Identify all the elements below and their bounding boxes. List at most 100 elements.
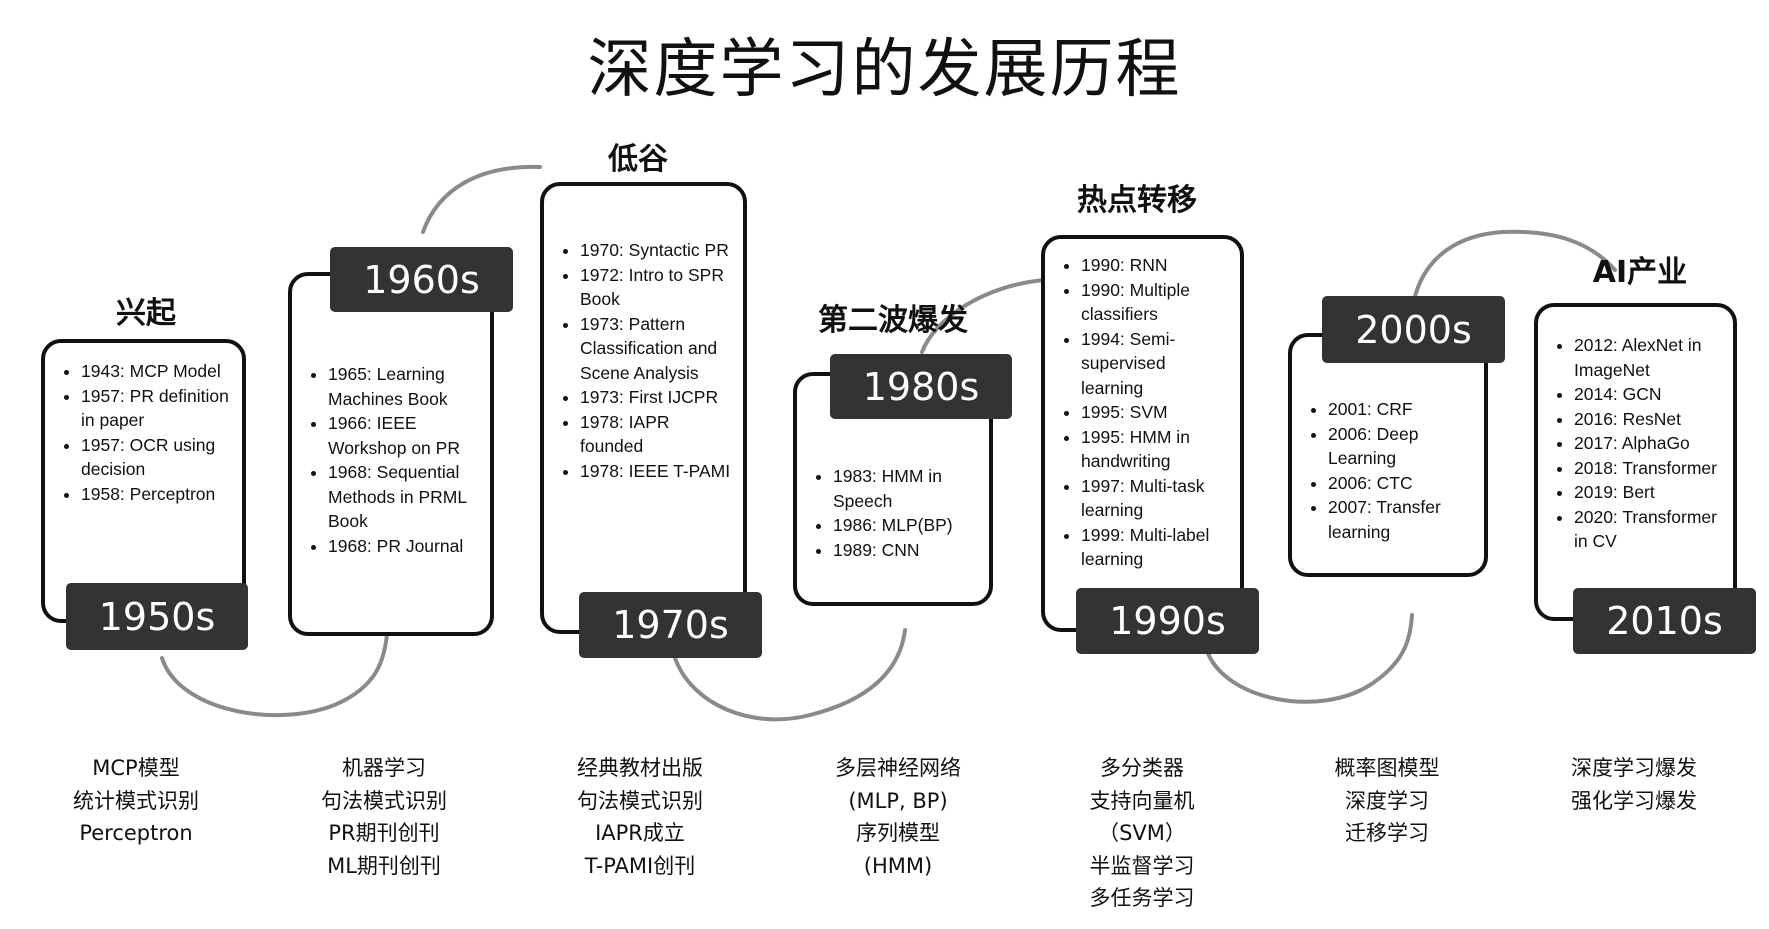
event-item: 2018: Transformer [1574, 456, 1725, 481]
era-badge-1950s: 1950s [66, 583, 248, 650]
summary-line: IAPR成立 [595, 821, 685, 845]
event-item: 1986: MLP(BP) [833, 513, 981, 538]
summary-line: 支持向量机 [1089, 788, 1195, 813]
event-item: 1995: HMM in handwriting [1081, 425, 1232, 474]
era-summary-1950s: MCP模型 统计模式识别 Perceptron [6, 752, 266, 850]
era-card-2010s: 2012: AlexNet in ImageNet 2014: GCN 2016… [1534, 303, 1737, 621]
summary-line: (HMM) [863, 853, 933, 878]
event-item: 2006: CTC [1328, 471, 1476, 496]
era-card-2000s: 2001: CRF 2006: Deep Learning 2006: CTC … [1288, 333, 1488, 577]
summary-line: MCP模型 [92, 756, 180, 780]
summary-line: 强化学习爆发 [1571, 788, 1697, 813]
summary-line: 半监督学习 [1089, 853, 1195, 878]
era-summary-1990s: 多分类器 支持向量机 （SVM） 半监督学习 多任务学习 [1012, 752, 1272, 915]
summary-line: 深度学习 [1345, 788, 1429, 813]
event-list: 1970: Syntactic PR 1972: Intro to SPR Bo… [544, 238, 743, 483]
phase-label-ai-industry: AI产业 [1592, 255, 1688, 290]
summary-line: 统计模式识别 [73, 788, 199, 813]
era-badge-1990s: 1990s [1076, 588, 1259, 654]
event-item: 2020: Transformer in CV [1574, 505, 1725, 554]
summary-line: （SVM） [1098, 821, 1186, 845]
phase-label-trough: 低谷 [608, 142, 668, 177]
event-list: 1965: Learning Machines Book 1966: IEEE … [292, 362, 490, 558]
summary-line: Perceptron [79, 821, 193, 845]
summary-line: 概率图模型 [1334, 756, 1440, 780]
era-summary-1960s: 机器学习 句法模式识别 PR期刊创刊 ML期刊创刊 [254, 752, 514, 882]
era-badge-1960s: 1960s [330, 247, 513, 312]
era-card-1970s: 1970: Syntactic PR 1972: Intro to SPR Bo… [540, 182, 747, 634]
event-item: 1972: Intro to SPR Book [580, 263, 735, 312]
event-item: 2014: GCN [1574, 382, 1725, 407]
connector-1990s-2000s [1205, 613, 1414, 704]
connector-2000s-2010s [1412, 229, 1617, 302]
event-item: 1990: RNN [1081, 253, 1232, 278]
era-badge-1970s: 1970s [579, 592, 762, 658]
event-item: 1965: Learning Machines Book [328, 362, 482, 411]
event-item: 1968: Sequential Methods in PRML Book [328, 460, 482, 534]
event-item: 1997: Multi-task learning [1081, 474, 1232, 523]
era-summary-1980s: 多层神经网络 (MLP, BP) 序列模型 (HMM) [768, 752, 1028, 882]
summary-line: 句法模式识别 [577, 788, 703, 813]
era-summary-1970s: 经典教材出版 句法模式识别 IAPR成立 T-PAMI创刊 [510, 752, 770, 882]
phase-label-rise: 兴起 [116, 296, 176, 331]
event-item: 1966: IEEE Workshop on PR [328, 411, 482, 460]
phase-label-second-wave: 第二波爆发 [818, 303, 968, 338]
era-card-1980s: 1983: HMM in Speech 1986: MLP(BP) 1989: … [793, 372, 993, 606]
era-summary-2000s: 概率图模型 深度学习 迁移学习 [1257, 752, 1517, 850]
event-list: 2001: CRF 2006: Deep Learning 2006: CTC … [1292, 397, 1484, 544]
phase-label-hotspot-shift: 热点转移 [1077, 183, 1197, 218]
summary-line: 迁移学习 [1345, 821, 1429, 845]
summary-line: T-PAMI创刊 [584, 853, 696, 878]
event-item: 1973: First IJCPR [580, 385, 735, 410]
event-item: 2012: AlexNet in ImageNet [1574, 333, 1725, 382]
event-item: 1958: Perceptron [81, 482, 234, 507]
era-badge-2010s: 2010s [1573, 588, 1756, 654]
event-item: 1970: Syntactic PR [580, 238, 735, 263]
era-card-1990s: 1990: RNN 1990: Multiple classifiers 199… [1041, 235, 1244, 632]
event-item: 2007: Transfer learning [1328, 495, 1476, 544]
summary-line: (MLP, BP) [848, 788, 948, 813]
event-item: 1957: OCR using decision [81, 433, 234, 482]
era-card-1950s: 1943: MCP Model 1957: PR definition in p… [41, 339, 246, 623]
event-item: 1989: CNN [833, 538, 981, 563]
summary-line: 多分类器 [1100, 756, 1184, 780]
connector-1970s-1980s [673, 628, 907, 722]
summary-line: 序列模型 [856, 821, 940, 845]
summary-line: 多任务学习 [1089, 886, 1195, 910]
event-item: 1995: SVM [1081, 400, 1232, 425]
connector-1980s-1990s [920, 278, 1047, 354]
event-item: 1983: HMM in Speech [833, 464, 981, 513]
event-list: 2012: AlexNet in ImageNet 2014: GCN 2016… [1538, 333, 1733, 554]
event-list: 1983: HMM in Speech 1986: MLP(BP) 1989: … [797, 464, 989, 562]
event-item: 1990: Multiple classifiers [1081, 278, 1232, 327]
page-title: 深度学习的发展历程 [587, 33, 1182, 107]
event-item: 2016: ResNet [1574, 407, 1725, 432]
era-badge-1980s: 1980s [830, 354, 1012, 419]
event-item: 1968: PR Journal [328, 534, 482, 559]
era-summary-2010s: 深度学习爆发 强化学习爆发 [1504, 752, 1764, 817]
event-item: 2019: Bert [1574, 480, 1725, 505]
event-item: 1999: Multi-label learning [1081, 523, 1232, 572]
connector-1950s-1960s [160, 623, 390, 718]
event-item: 1943: MCP Model [81, 359, 234, 384]
connector-1960s-1970s [421, 164, 542, 234]
event-item: 1978: IEEE T-PAMI [580, 459, 735, 484]
event-item: 1994: Semi-supervised learning [1081, 327, 1232, 401]
event-list: 1943: MCP Model 1957: PR definition in p… [45, 359, 242, 506]
event-item: 2017: AlphaGo [1574, 431, 1725, 456]
summary-line: 深度学习爆发 [1571, 756, 1697, 780]
event-item: 1957: PR definition in paper [81, 384, 234, 433]
event-item: 1973: Pattern Classification and Scene A… [580, 312, 735, 386]
summary-line: 机器学习 [342, 756, 426, 780]
summary-line: PR期刊创刊 [328, 821, 440, 845]
summary-line: 句法模式识别 [321, 788, 447, 813]
summary-line: 多层神经网络 [835, 756, 961, 780]
era-card-1960s: 1965: Learning Machines Book 1966: IEEE … [288, 272, 494, 636]
summary-line: 经典教材出版 [577, 756, 703, 780]
summary-line: ML期刊创刊 [327, 853, 441, 878]
event-item: 2006: Deep Learning [1328, 422, 1476, 471]
era-badge-2000s: 2000s [1322, 296, 1505, 363]
event-list: 1990: RNN 1990: Multiple classifiers 199… [1045, 253, 1240, 572]
event-item: 1978: IAPR founded [580, 410, 735, 459]
